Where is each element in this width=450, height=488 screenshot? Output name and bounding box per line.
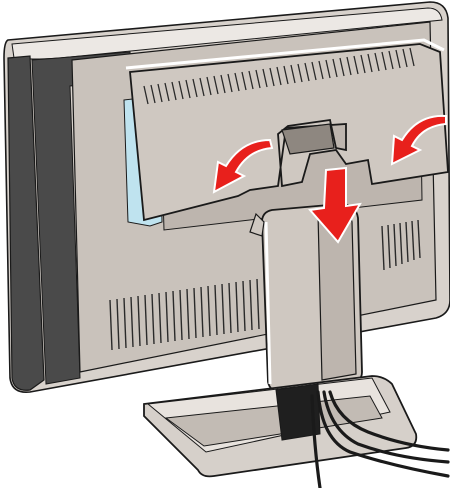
stand-column bbox=[250, 204, 362, 392]
cover-notch bbox=[282, 124, 334, 154]
